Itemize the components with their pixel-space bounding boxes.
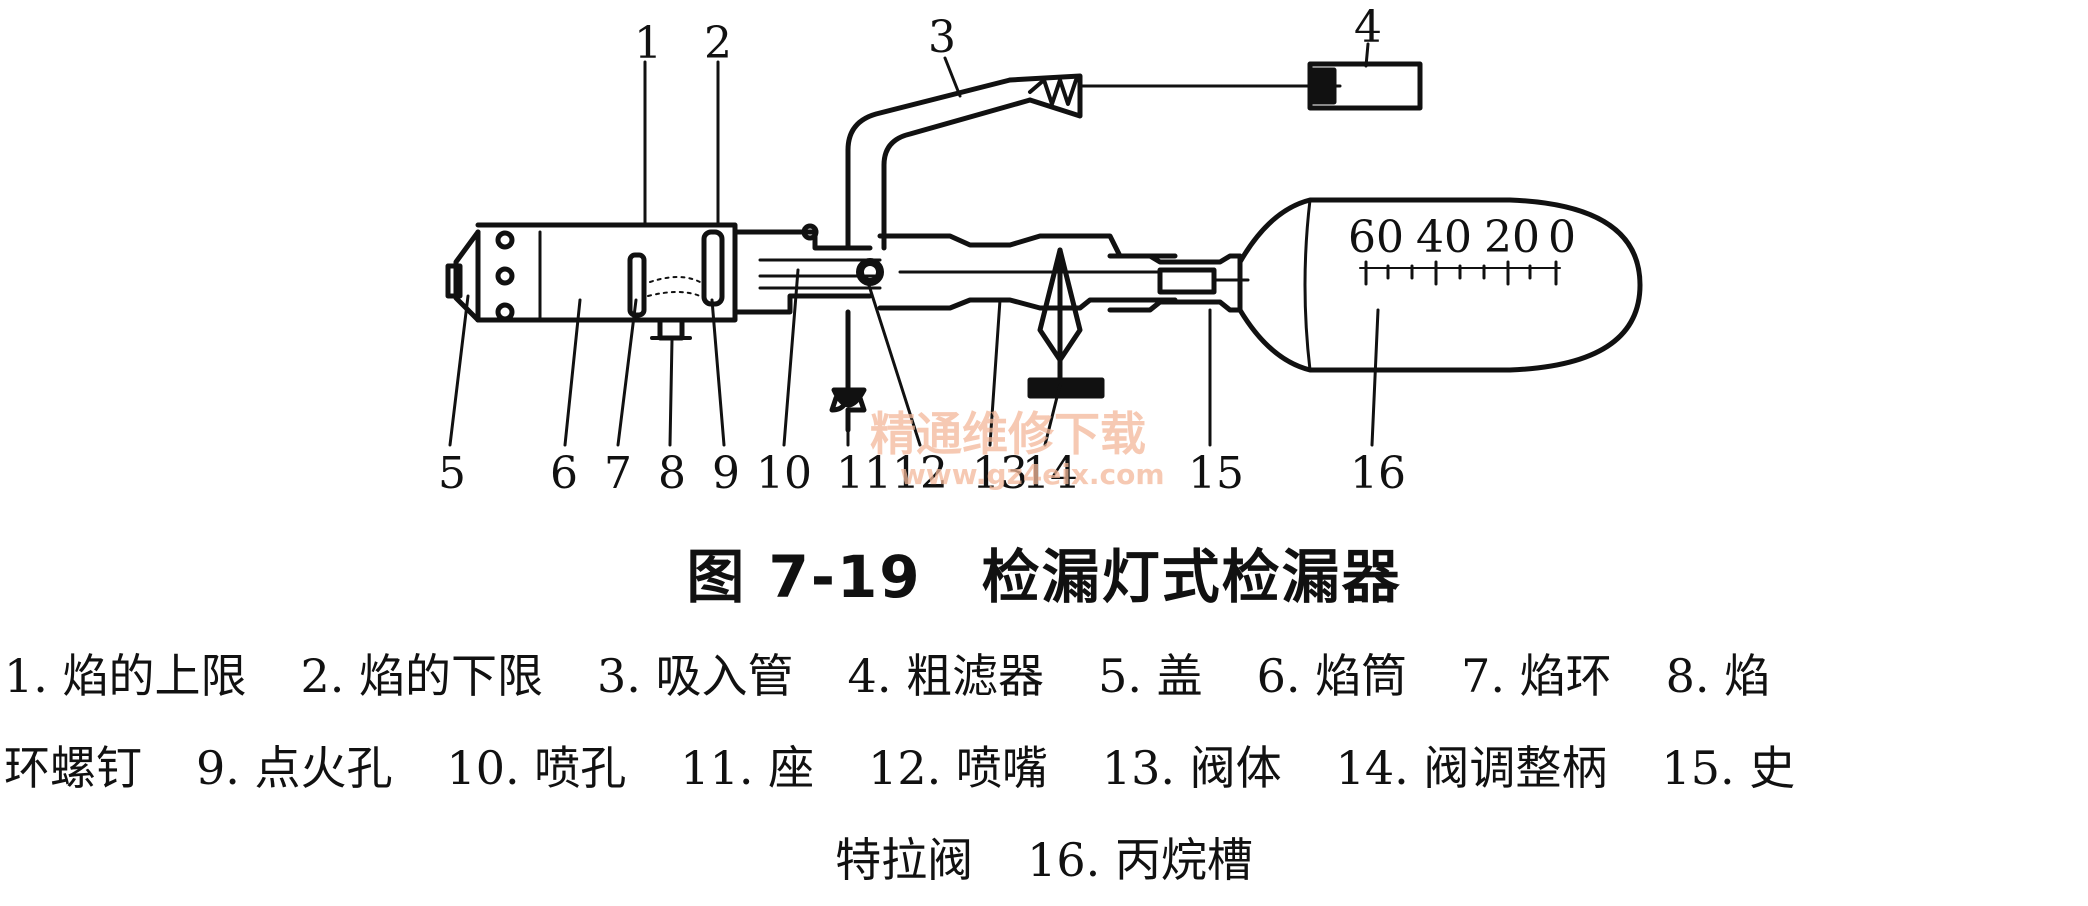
legend-item: 16. 丙烷槽: [1027, 833, 1253, 887]
tank-scale-label-60: 60: [1348, 212, 1404, 263]
parts-legend: 1. 焰的上限 2. 焰的下限 3. 吸入管 4. 粗滤器 5. 盖 6. 焰筒 7. 焰环…: [4, 630, 2084, 906]
legend-item: 11. 座: [680, 741, 815, 795]
legend-item: 9. 点火孔: [196, 741, 393, 795]
part-number-15: 15: [1188, 448, 1244, 499]
cap-part: [445, 229, 515, 323]
seat-part: [829, 309, 867, 433]
part-number-11: 11: [836, 448, 892, 499]
tank-scale-label-20: 20: [1484, 212, 1540, 263]
tank-scale-label-0: 0: [1548, 212, 1576, 263]
valve-body-part: [877, 233, 1178, 311]
part-number-4: 4: [1354, 2, 1382, 53]
legend-line-3: 特拉阀 16. 丙烷槽: [4, 814, 2084, 906]
figure-caption: 图 7-19 检漏灯式检漏器: [686, 543, 1402, 611]
part-number-6: 6: [550, 448, 578, 499]
propane-tank-part: [1237, 197, 1643, 373]
leak-detector-diagram: 60 40 20 0 1 2 3 4 5 6 7 8 9 10 11 12 13…: [438, 2, 1643, 499]
valve-handle-part: [1027, 247, 1105, 399]
legend-item: 12. 喷嘴: [868, 741, 1048, 795]
schrader-valve-part: [1107, 253, 1250, 313]
part-number-7: 7: [604, 448, 632, 499]
leader-lines: [448, 42, 1380, 447]
legend-item: 6. 焰筒: [1256, 649, 1408, 703]
watermark-text: 精通维修下载: [870, 407, 1146, 461]
legend-item: 3. 吸入管: [597, 649, 794, 703]
legend-item: 特拉阀: [835, 833, 974, 887]
suction-tube-part: [845, 73, 1342, 251]
legend-line-1: 1. 焰的上限 2. 焰的下限 3. 吸入管 4. 粗滤器 5. 盖 6. 焰筒 7. 焰环…: [4, 630, 2084, 722]
flame-tube-part: [475, 222, 738, 341]
strainer-part: [1098, 61, 1423, 111]
legend-item: 13. 阀体: [1101, 741, 1282, 795]
part-number-12: 12: [892, 448, 948, 499]
part-number-9: 9: [712, 448, 740, 499]
part-number-16: 16: [1350, 448, 1406, 499]
legend-item: 8. 焰: [1665, 649, 1771, 703]
part-number-10: 10: [756, 448, 812, 499]
watermark-url: www.gz4eix.com: [900, 458, 1165, 491]
legend-item: 7. 焰环: [1461, 649, 1612, 703]
legend-item: 环螺钉: [4, 741, 142, 795]
part-number-13: 13: [972, 448, 1028, 499]
part-number-14: 14: [1022, 448, 1078, 499]
part-number-2: 2: [704, 18, 732, 69]
part-number-8: 8: [658, 448, 686, 499]
part-number-1: 1: [634, 18, 662, 69]
part-number-3: 3: [928, 12, 956, 63]
legend-line-2: 环螺钉 9. 点火孔 10. 喷孔 11. 座 12. 喷嘴 13. 阀体 14. 阀调整柄…: [4, 722, 2084, 814]
legend-item: 5. 盖: [1098, 649, 1203, 703]
legend-item: 4. 粗滤器: [847, 649, 1045, 703]
nozzle-assembly: [732, 223, 884, 315]
tank-scale-label-40: 40: [1416, 212, 1472, 263]
part-number-5: 5: [438, 448, 466, 499]
legend-item: 10. 喷孔: [446, 741, 627, 795]
legend-item: 1. 焰的上限: [4, 649, 247, 703]
legend-item: 2. 焰的下限: [300, 649, 544, 703]
legend-item: 14. 阀调整柄: [1335, 741, 1608, 795]
legend-item: 15. 史: [1661, 741, 1796, 795]
